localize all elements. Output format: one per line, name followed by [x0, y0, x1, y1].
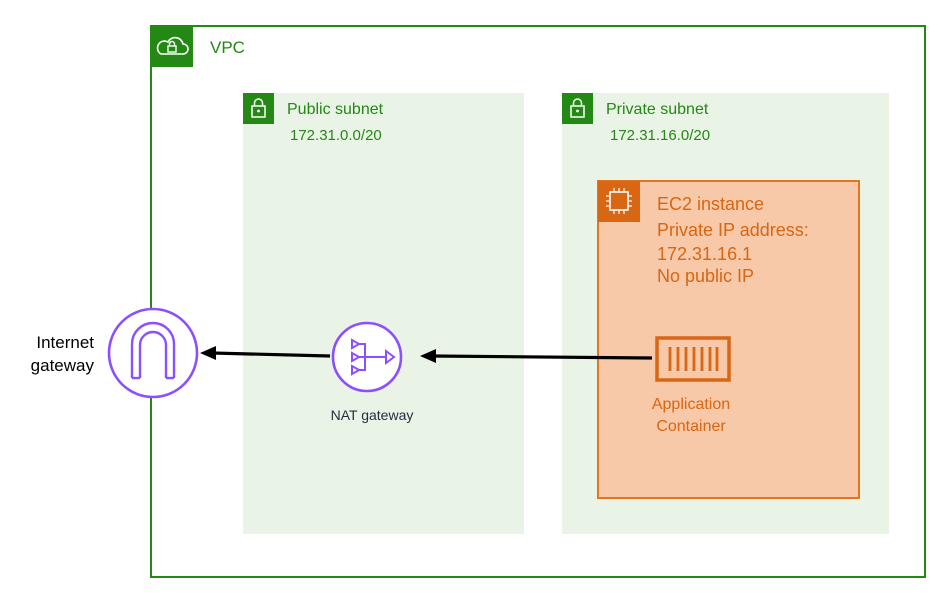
nat-gateway-icon	[330, 320, 404, 394]
container-icon	[654, 335, 732, 383]
vpc-label: VPC	[210, 38, 245, 57]
nat-gateway-label: NAT gateway	[330, 407, 414, 423]
vpc-cloud-lock-icon	[151, 26, 193, 67]
vpc-boundary	[150, 25, 926, 578]
arrow-container-to-nat	[420, 349, 653, 363]
arrow-nat-to-igw	[200, 346, 331, 360]
public-subnet-lock-icon	[243, 93, 274, 124]
ec2-private-ip: 172.31.16.1	[657, 244, 753, 264]
private-subnet-name: Private subnet	[606, 101, 709, 118]
internet-gateway-icon	[106, 306, 200, 400]
public-subnet-cidr: 172.31.0.0/20	[290, 127, 382, 144]
ec2-public-ip-status: No public IP	[657, 266, 755, 286]
private-subnet-cidr: 172.31.16.0/20	[610, 127, 711, 144]
ec2-chip-icon	[598, 181, 640, 222]
public-subnet-name: Public subnet	[287, 101, 384, 118]
internet-gateway-label-line1: Internet	[36, 333, 94, 352]
ec2-private-ip-label: Private IP address:	[657, 220, 809, 240]
ec2-title: EC2 instance	[657, 194, 765, 214]
public-subnet	[243, 93, 524, 534]
application-container-label-line1: Application	[651, 396, 731, 413]
application-container-label-line2: Container	[656, 418, 726, 435]
internet-gateway-label-line2: gateway	[30, 356, 94, 375]
private-subnet-lock-icon	[562, 93, 593, 124]
